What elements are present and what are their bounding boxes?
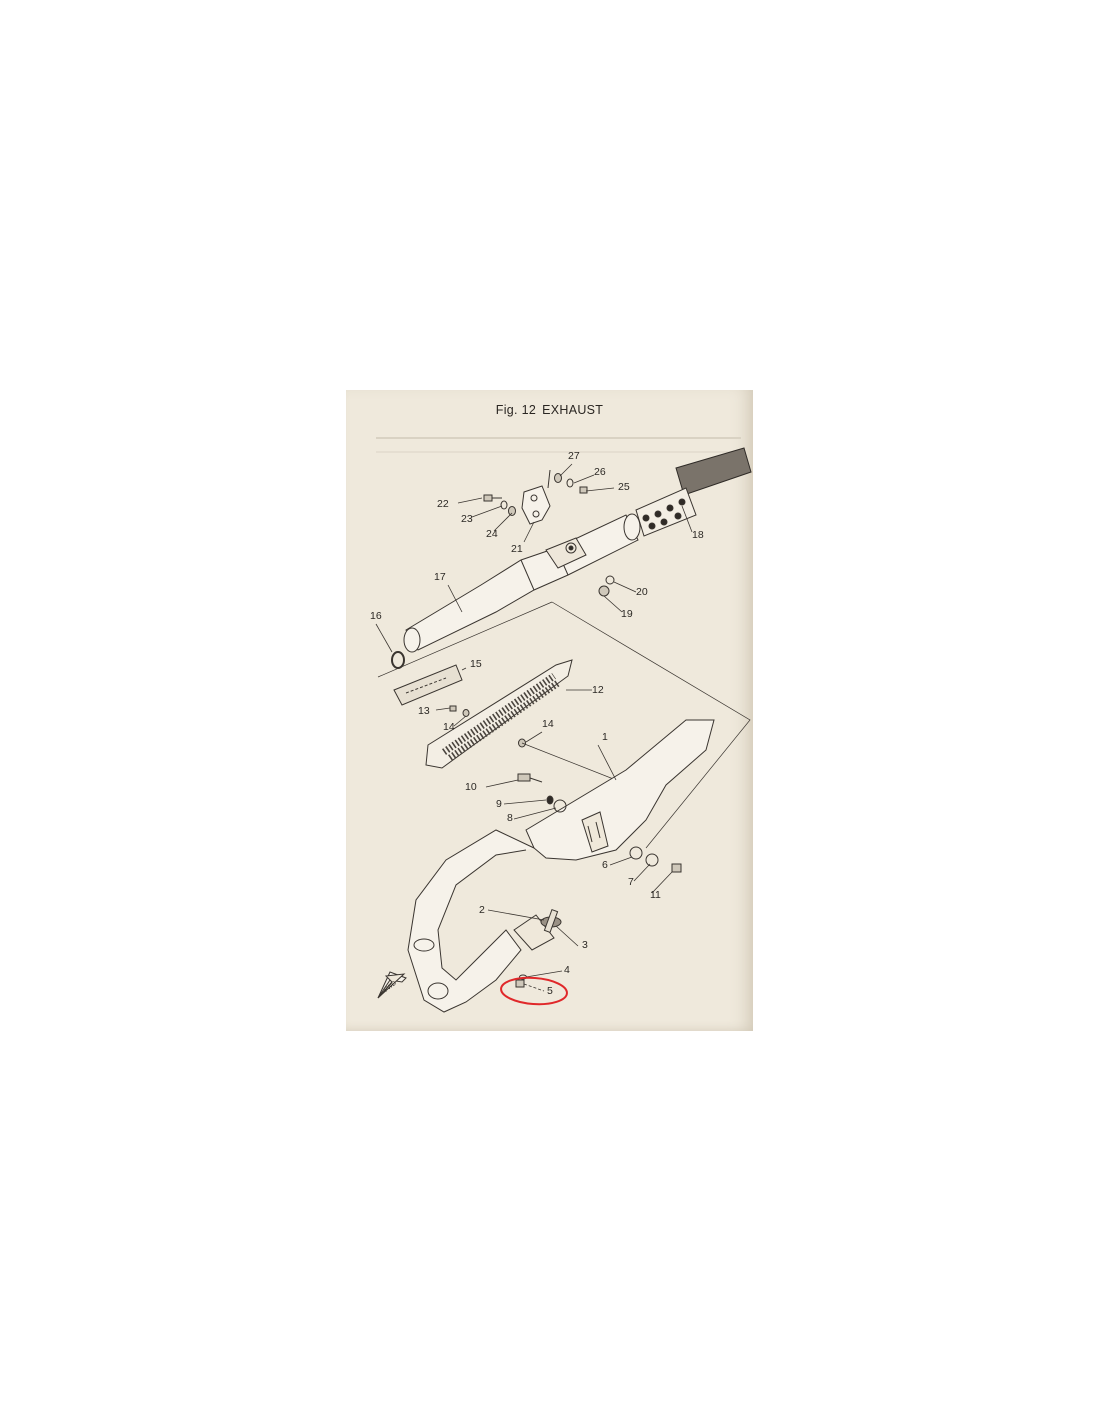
parts-diagram-sheet: Fig. 12 EXHAUST [346, 390, 753, 1031]
label-part-7: 7 [628, 876, 634, 888]
label-part-27: 27 [568, 450, 580, 462]
label-part-9: 9 [496, 798, 502, 810]
exhaust-exploded-view [375, 437, 752, 1013]
heat-guard-12 [425, 659, 573, 769]
label-part-18: 18 [692, 529, 704, 541]
forward-arrow-icon [377, 971, 407, 999]
stud-3 [543, 908, 559, 934]
bolt-25 [579, 486, 588, 494]
figure-title: Fig. 12 EXHAUST [346, 403, 753, 417]
label-part-5: 5 [547, 985, 553, 997]
figure-number: Fig. 12 [495, 403, 537, 417]
label-part-22: 22 [437, 498, 449, 510]
label-part-6: 6 [602, 859, 608, 871]
label-part-2: 2 [479, 904, 485, 916]
label-part-14b: 14 [542, 718, 554, 730]
label-part-13: 13 [418, 705, 430, 717]
grommet-6 [629, 846, 643, 860]
nut-14 [462, 709, 470, 717]
nut-19 [598, 585, 610, 597]
bracket-21 [521, 469, 551, 525]
washer-20 [605, 575, 615, 585]
bolt-22 [483, 494, 502, 502]
label-part-8: 8 [507, 812, 513, 824]
nut-27 [554, 473, 562, 483]
muffler-17 [403, 513, 641, 653]
label-part-19: 19 [621, 608, 633, 620]
label-part-21: 21 [511, 543, 523, 555]
bolt-10 [517, 773, 543, 783]
label-part-25: 25 [618, 481, 630, 493]
label-part-1: 1 [602, 731, 608, 743]
collar-8 [553, 799, 567, 813]
nut-5 [515, 979, 525, 988]
gasket-16 [391, 651, 405, 669]
label-part-15: 15 [470, 658, 482, 670]
label-part-26: 26 [594, 466, 606, 478]
collar-7 [645, 853, 659, 867]
washer-23 [500, 500, 508, 510]
label-part-24: 24 [486, 528, 498, 540]
label-part-10: 10 [465, 781, 477, 793]
bolt-11 [671, 863, 682, 873]
label-part-17: 17 [434, 571, 446, 583]
exhaust-pipe-1 [407, 719, 715, 1013]
washer-26 [566, 478, 574, 488]
label-part-3: 3 [582, 939, 588, 951]
label-part-12: 12 [592, 684, 604, 696]
label-part-23: 23 [461, 513, 473, 525]
tailpipe-18 [635, 447, 752, 537]
figure-name: EXHAUST [542, 403, 604, 417]
label-part-14: 14 [443, 721, 455, 733]
washer-9 [546, 795, 554, 805]
gasket-15 [393, 664, 463, 706]
bolt-13 [449, 705, 457, 712]
highlight-circle [500, 976, 568, 1006]
nut-24 [508, 506, 516, 516]
label-part-11: 11 [650, 889, 661, 901]
label-part-4: 4 [564, 964, 570, 976]
label-part-16: 16 [370, 610, 382, 622]
label-part-20: 20 [636, 586, 648, 598]
